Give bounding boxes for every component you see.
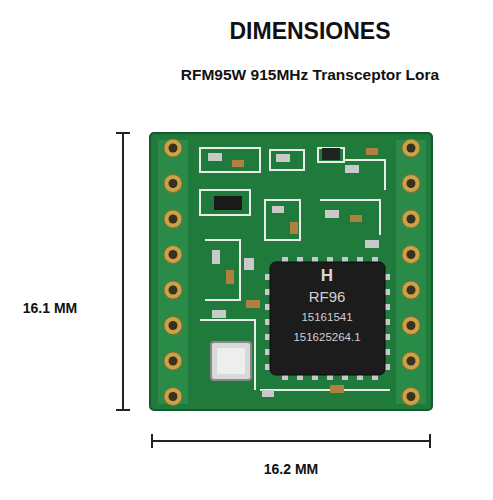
pad-hole xyxy=(407,179,416,188)
pad xyxy=(402,352,420,370)
chip-marking: 151625264.1 xyxy=(293,331,360,344)
pad-hole xyxy=(169,392,178,401)
pad xyxy=(164,210,182,228)
pad-strip xyxy=(158,140,188,404)
pad-hole xyxy=(407,357,416,366)
dimension-label: 16.1 MM xyxy=(23,300,77,316)
rf96-chip xyxy=(270,262,385,375)
pad xyxy=(164,139,182,157)
pad-hole xyxy=(169,286,178,295)
dimension-label: 16.2 MM xyxy=(264,461,318,477)
chip-marking: RF96 xyxy=(309,288,346,305)
chip-marking: 15161541 xyxy=(301,311,352,324)
pad xyxy=(164,388,182,406)
pad xyxy=(164,317,182,335)
pad-hole xyxy=(407,321,416,330)
pad xyxy=(164,175,182,193)
pad xyxy=(402,139,420,157)
pad xyxy=(402,210,420,228)
pcb-board xyxy=(150,133,432,410)
subtitle: RFM95W 915MHz Transceptor Lora xyxy=(181,66,439,84)
pad-hole xyxy=(169,179,178,188)
chip-pins xyxy=(265,257,390,380)
pad-hole xyxy=(169,357,178,366)
title: DIMENSIONES xyxy=(229,18,390,44)
pad xyxy=(402,281,420,299)
pad-hole xyxy=(407,392,416,401)
pad xyxy=(164,246,182,264)
pad-hole xyxy=(169,250,178,259)
pad-hole xyxy=(407,250,416,259)
pad-hole xyxy=(407,144,416,153)
pad xyxy=(164,281,182,299)
silkscreen-traces xyxy=(200,148,390,390)
pad-hole xyxy=(169,321,178,330)
pad-hole xyxy=(169,215,178,224)
pad-hole xyxy=(407,215,416,224)
pad xyxy=(402,388,420,406)
pad-strip xyxy=(396,140,426,404)
pad xyxy=(164,352,182,370)
pad xyxy=(402,317,420,335)
pad-hole xyxy=(407,286,416,295)
crystal-lid xyxy=(217,348,245,374)
pad xyxy=(402,246,420,264)
dimension-lines xyxy=(116,133,430,448)
pad-hole xyxy=(169,144,178,153)
pad xyxy=(402,175,420,193)
chip-logo: H xyxy=(321,266,333,286)
crystal xyxy=(211,342,251,380)
castellated-pads xyxy=(164,139,420,406)
